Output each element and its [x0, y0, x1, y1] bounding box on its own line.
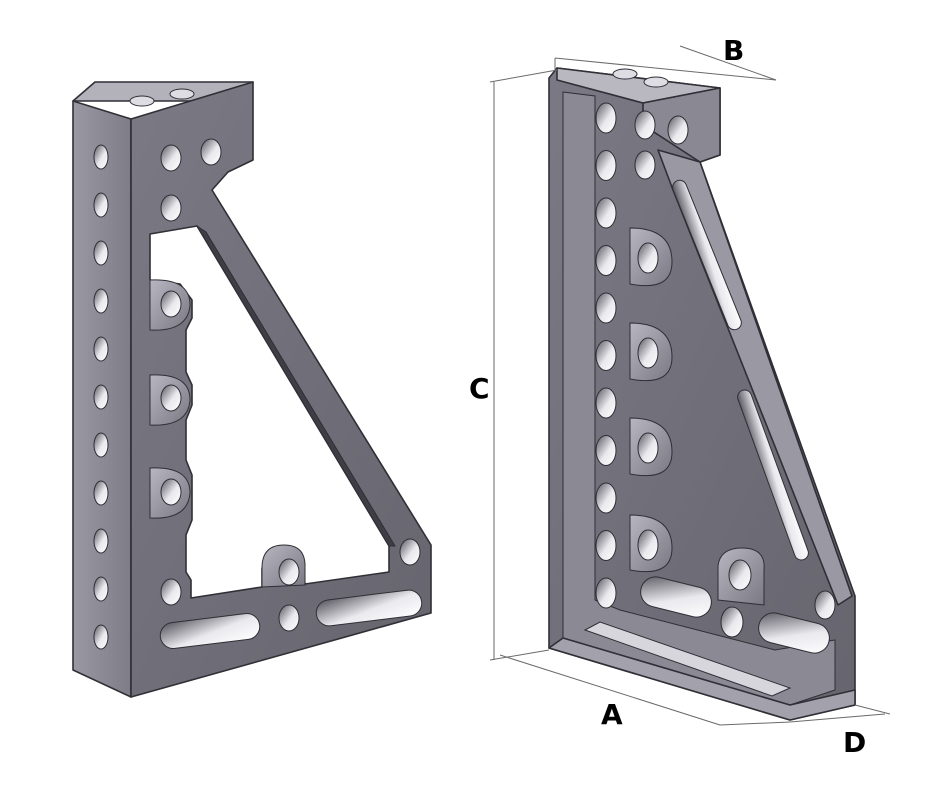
left-face-hole-j [399, 538, 421, 566]
left-face-hole-i [278, 604, 300, 632]
right-column-hole [595, 245, 617, 276]
dim-label-c: C [469, 372, 490, 405]
right-square [548, 67, 856, 721]
left-side-hole [93, 240, 109, 266]
right-boss-hole-4 [637, 529, 659, 561]
right-boss-hole-1 [637, 242, 659, 274]
right-boss-hole-2 [637, 337, 659, 369]
dim-c-ext-top [489, 69, 558, 83]
left-side-hole [93, 480, 109, 506]
right-top-hole-2 [643, 76, 669, 88]
left-face-hole-d [160, 290, 182, 318]
dim-b-ext-right [679, 45, 777, 81]
right-column-hole [595, 577, 617, 609]
left-side-hole [93, 144, 109, 170]
left-square [72, 81, 432, 698]
right-top-hole-1 [612, 68, 638, 80]
right-base-lip [548, 637, 856, 721]
left-face-hole-f [160, 478, 182, 506]
right-top-face-hole-3 [634, 150, 656, 180]
left-face-hole-b [200, 138, 222, 166]
right-top-face-hole-2 [667, 115, 689, 145]
dim-d-line [789, 713, 886, 723]
right-gusset-slot-1 [672, 179, 742, 331]
dim-b-line [554, 57, 777, 81]
dim-label-d: D [843, 726, 866, 759]
left-face-hole-h [278, 558, 300, 586]
dim-label-b: B [723, 34, 744, 67]
right-slot-2 [758, 612, 830, 654]
right-column-hole [595, 150, 617, 181]
left-face-hole-e [160, 384, 182, 412]
left-face-hole-a [160, 144, 182, 172]
dim-c-ext-bottom [489, 649, 550, 661]
right-boss-hole-3 [637, 432, 659, 464]
right-column-hole [595, 482, 617, 514]
right-column-hole [595, 340, 617, 371]
right-gusset-slot-2 [737, 389, 809, 561]
right-column-hole [595, 530, 617, 561]
right-column-hole [595, 102, 617, 134]
dim-d-ext [854, 704, 891, 715]
left-side-hole [93, 288, 109, 314]
right-base-channel [583, 621, 792, 697]
left-top-hole-1 [129, 95, 155, 107]
right-boss-hole-6 [720, 606, 744, 638]
left-side-hole [93, 192, 109, 218]
left-slot-1 [159, 612, 261, 650]
left-slot-2 [315, 589, 423, 627]
left-gusset-chamfer [196, 225, 396, 547]
right-column-hole [595, 292, 617, 324]
right-column-hole [595, 435, 617, 466]
left-top-hole-2 [169, 88, 195, 100]
right-column-hole [595, 197, 617, 229]
dim-a-ext [719, 721, 791, 726]
left-side-hole [93, 432, 109, 458]
left-side-hole [93, 528, 109, 554]
left-side-hole [93, 384, 109, 410]
right-column-hole [595, 387, 617, 419]
left-face-hole-g [160, 578, 182, 606]
right-slot-1 [640, 576, 712, 618]
right-corner-hole [814, 590, 836, 620]
left-side-hole [93, 624, 109, 650]
right-top-face-hole-1 [634, 110, 656, 140]
dim-label-a: A [601, 698, 623, 731]
left-side-hole [93, 576, 109, 602]
left-side-hole [93, 336, 109, 362]
dimension-lines [489, 45, 891, 726]
left-face-hole-c [160, 194, 182, 222]
right-boss-hole-5 [728, 559, 752, 591]
dim-a-line [499, 654, 721, 726]
